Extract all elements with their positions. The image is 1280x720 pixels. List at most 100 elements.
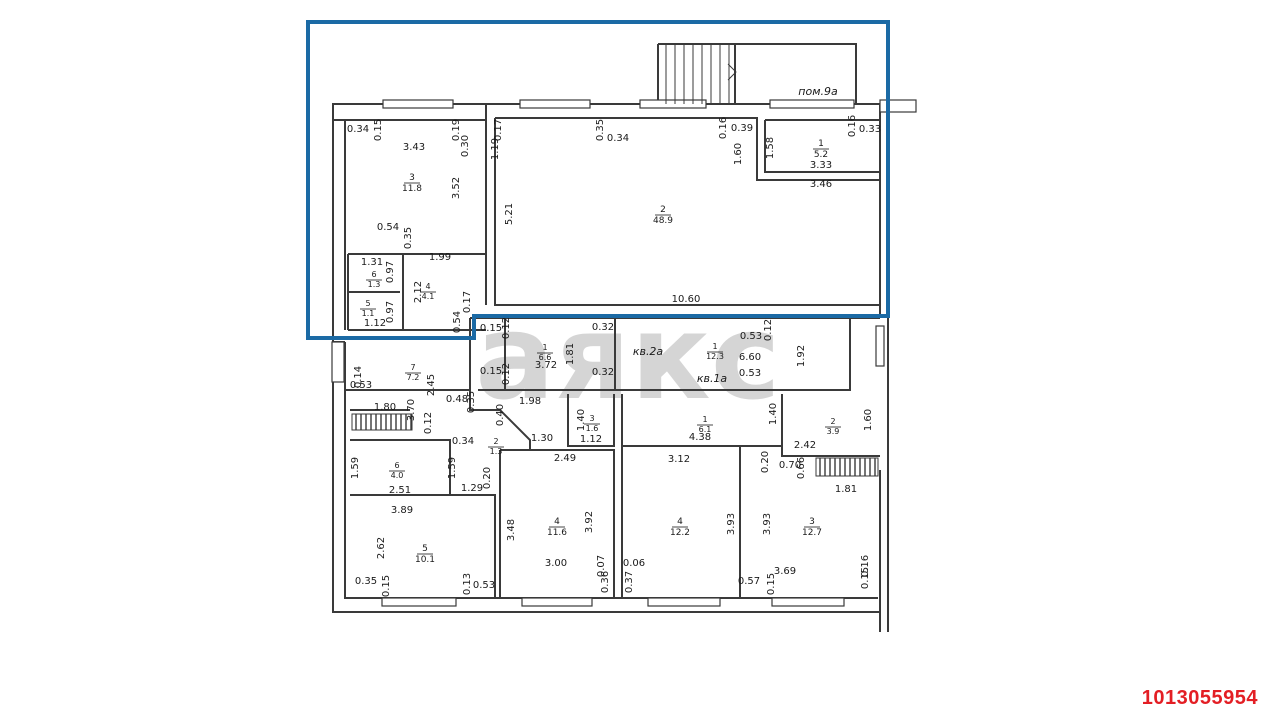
room-label: 23.9 <box>825 417 841 436</box>
room-label: 411.6 <box>547 517 567 538</box>
dimension-label: 2.45 <box>426 374 437 396</box>
room-number: 3 <box>589 414 594 423</box>
dimension-label: 0.20 <box>760 451 771 473</box>
apartment-label: пом.9а <box>798 85 838 98</box>
dimension-label: 0.37 <box>624 571 635 593</box>
room-area: 12.7 <box>802 528 822 538</box>
room-area: 12.3 <box>706 352 724 361</box>
dimension-label: 1.29 <box>461 483 483 494</box>
dimension-label: 0.53 <box>740 331 762 342</box>
dimension-label: 0.17 <box>462 291 473 313</box>
dimension-label: 2.62 <box>376 537 387 559</box>
dimension-label: 6.60 <box>739 352 761 363</box>
walls <box>332 43 889 632</box>
dimension-label: 0.66 <box>796 457 807 479</box>
dimension-label: 0.39 <box>731 123 753 134</box>
room-label: 112.3 <box>706 342 724 361</box>
dimension-label: 0.15 <box>480 366 502 377</box>
dimension-label: 0.54 <box>377 222 399 233</box>
dimension-label: 0.15 <box>480 323 502 334</box>
dimension-label: 0.35 <box>595 119 606 141</box>
room-number: 2 <box>660 205 666 215</box>
dimension-label: 2.42 <box>794 440 816 451</box>
windows <box>331 99 917 607</box>
room-label: 77.2 <box>405 363 421 382</box>
room-area: 3.9 <box>827 427 840 436</box>
dimension-label: 0.40 <box>495 404 506 426</box>
room-number: 4 <box>425 282 430 291</box>
room-number: 6 <box>394 461 399 470</box>
dimension-label: 1.98 <box>519 396 541 407</box>
dimension-label: 3.43 <box>403 142 425 153</box>
dimension-label: 1.59 <box>447 457 458 479</box>
dimension-label: 0.16 <box>847 115 858 137</box>
dimension-label: 3.52 <box>451 177 462 199</box>
room-number: 5 <box>422 544 428 554</box>
dimension-label: 3.93 <box>762 513 773 535</box>
dimension-label: 3.93 <box>726 513 737 535</box>
room-number: 2 <box>830 417 835 426</box>
rooms-layer: 311.8248.915.261.351.144.116.6112.377.23… <box>360 139 841 565</box>
dimension-label: 0.15 <box>373 119 384 141</box>
dimension-label: 0.35 <box>403 227 414 249</box>
room-area: 1.3 <box>490 447 503 456</box>
dimension-label: 0.32 <box>592 322 614 333</box>
dimension-label: 3.69 <box>774 566 796 577</box>
dimension-label: 1.99 <box>429 252 451 263</box>
dimension-label: 1.81 <box>835 484 857 495</box>
room-area: 1.6 <box>586 424 599 433</box>
room-area: 4.1 <box>422 292 435 301</box>
dimension-label: 0.17 <box>493 119 504 141</box>
dimension-label: 0.70 <box>779 460 801 471</box>
apartment-label: кв.2а <box>633 345 664 358</box>
room-label: 64.0 <box>389 461 405 480</box>
dimension-label: 0.53 <box>473 580 495 591</box>
dimension-label: 0.12 <box>501 363 512 385</box>
room-label: 510.1 <box>415 544 435 565</box>
room-label: 61.3 <box>366 270 382 289</box>
room-area: 4.0 <box>391 471 404 480</box>
dimension-label: 2.12 <box>413 281 424 303</box>
room-number: 1 <box>542 343 547 352</box>
dimension-label: 5.21 <box>504 203 515 225</box>
room-label: 16.1 <box>697 415 713 434</box>
highlight-outline <box>306 20 890 340</box>
dimension-label: 0.19 <box>451 119 462 141</box>
dimension-label: 1.40 <box>576 409 587 431</box>
dimension-label: 0.16 <box>860 555 871 577</box>
room-area: 10.1 <box>415 555 435 565</box>
dimension-label: 1.80 <box>374 402 396 413</box>
dimension-label: 0.97 <box>385 301 396 323</box>
dimension-label: 3.46 <box>810 179 832 190</box>
room-number: 2 <box>493 437 498 446</box>
room-label: 31.6 <box>584 414 600 433</box>
room-number: 4 <box>677 517 683 527</box>
room-area: 7.2 <box>407 373 420 382</box>
room-label: 248.9 <box>653 205 673 226</box>
dimension-label: 0.35 <box>355 576 377 587</box>
room-area: 1.1 <box>362 309 375 318</box>
dimension-label: 1.40 <box>768 403 779 425</box>
dimension-label: 0.34 <box>347 124 369 135</box>
dimension-label: 3.89 <box>391 505 413 516</box>
dimension-label: 0.53 <box>739 368 761 379</box>
dimension-label: 0.13 <box>462 573 473 595</box>
dimension-label: 0.15 <box>766 573 777 595</box>
room-label: 312.7 <box>802 517 822 538</box>
hatched-areas <box>351 413 879 477</box>
stairs <box>665 44 737 104</box>
dimension-label: 1.12 <box>364 318 386 329</box>
dimension-label: 2.49 <box>554 453 576 464</box>
room-area: 48.9 <box>653 216 673 226</box>
room-number: 1 <box>818 139 824 149</box>
dimension-label: 3.92 <box>584 511 595 533</box>
room-number: 4 <box>554 517 560 527</box>
room-number: 3 <box>409 173 415 183</box>
dimension-label: 0.57 <box>738 576 760 587</box>
dimension-label: 0.54 <box>452 311 463 333</box>
dimension-label: 1.59 <box>350 457 361 479</box>
room-label: 16.6 <box>537 343 553 362</box>
room-number: 1 <box>712 342 717 351</box>
dimension-label: 0.15 <box>860 567 871 589</box>
